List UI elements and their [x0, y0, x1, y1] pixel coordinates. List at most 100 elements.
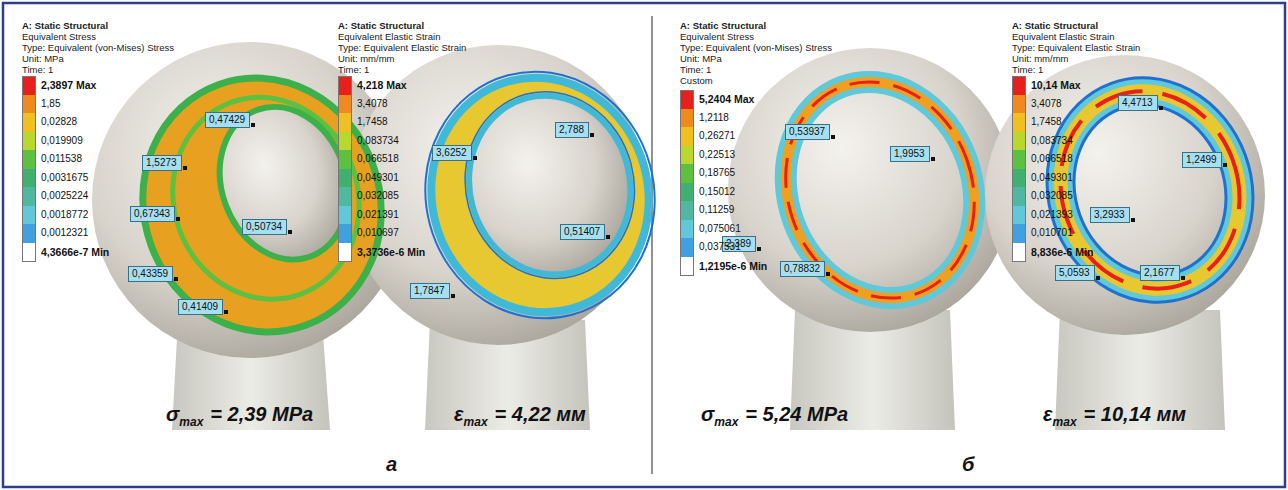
scale-value: 4,3666e-7 Min: [39, 246, 111, 258]
scale-value: 0,021393: [1029, 209, 1075, 221]
callout-pointer: [826, 272, 830, 276]
scale-value: 0,011538: [39, 153, 84, 165]
color-band: [680, 127, 694, 146]
scale-value: 0,0012321: [39, 227, 90, 239]
callout-pointer: [757, 247, 761, 251]
callout-pointer: [931, 157, 935, 161]
scale-value: 0,11259: [697, 204, 736, 216]
stress-ring: [107, 44, 416, 365]
result-header: Equivalent Stress: [22, 31, 96, 42]
color-band: [1012, 224, 1026, 243]
callout-pointer: [251, 123, 255, 127]
callout-number: 0,51407: [560, 224, 605, 240]
color-band: [1012, 243, 1026, 262]
symbol: ε: [454, 403, 464, 425]
color-band: [680, 183, 694, 202]
scale-value: 0,066518: [1029, 153, 1075, 165]
result-header: Equivalent Elastic Strain: [1012, 31, 1114, 42]
color-band: [680, 146, 694, 165]
scale-value: 0,083734: [1029, 135, 1075, 147]
color-band: [22, 206, 36, 225]
color-band: [338, 95, 352, 114]
result-header: A: Static Structural: [1012, 20, 1098, 31]
callout-pointer: [1223, 163, 1227, 167]
subscript: max: [179, 415, 203, 429]
callout-number: 2,1677: [1140, 265, 1180, 281]
callout-number: 0,43359: [128, 266, 173, 282]
callout-pointer: [831, 135, 835, 139]
callout-number: 1,9953: [890, 146, 930, 162]
scale-value: 0,22513: [697, 149, 737, 161]
scale-value: 0,075061: [697, 223, 743, 235]
result-header: Type: Equivalent (von-Mises) Stress: [22, 42, 174, 53]
color-band: [1012, 76, 1026, 95]
color-band: [22, 113, 36, 132]
scale-value: 4,218 Max: [355, 79, 409, 91]
color-band: [22, 132, 36, 151]
color-band: [22, 95, 36, 114]
callout-number: 0,53937: [785, 124, 830, 140]
callout-pointer: [1159, 106, 1163, 110]
callout-pointer: [176, 217, 180, 221]
callout-pointer: [183, 166, 187, 170]
symbol: ε: [1043, 403, 1053, 425]
color-band: [1012, 206, 1026, 225]
scale-value: 5,2404 Max: [697, 93, 756, 105]
color-band: [338, 150, 352, 169]
color-band: [680, 109, 694, 128]
scale-value: 0,26271: [697, 130, 737, 142]
color-band: [22, 76, 36, 95]
color-band: [680, 238, 694, 257]
scale-value: 0,021391: [355, 209, 401, 221]
color-band: [338, 169, 352, 188]
scale-value: 3,4078: [355, 98, 390, 110]
panel-divider: [652, 16, 653, 474]
scale-value: 0,083734: [355, 135, 401, 147]
scale-value: 1,7458: [355, 116, 390, 128]
color-band: [338, 76, 352, 95]
result-header: Time: 1: [22, 64, 53, 75]
callout-number: 5,0593: [1055, 265, 1095, 281]
result-header: Custom: [680, 75, 713, 86]
result-header: Unit: mm/mm: [1012, 53, 1068, 64]
result-header: A: Static Structural: [680, 20, 766, 31]
result-header: Type: Equivalent Elastic Strain: [338, 42, 466, 53]
subscript: max: [1053, 415, 1077, 429]
color-band: [1012, 95, 1026, 114]
value: = 5,24 MPa: [745, 403, 848, 425]
strain-ring: [398, 46, 682, 345]
color-band: [338, 132, 352, 151]
result-header: Time: 1: [1012, 64, 1043, 75]
scale-value: 0,02828: [39, 116, 79, 128]
callout-pointer: [1096, 276, 1100, 280]
callout-pointer: [224, 310, 228, 314]
color-band: [338, 187, 352, 206]
scale-value: 1,85: [39, 98, 62, 110]
callout-number: 0,50734: [242, 219, 287, 235]
scale-value: 0,037531: [697, 241, 743, 253]
scale-value: 10,14 Max: [1029, 79, 1083, 91]
result-header: Unit: MPa: [680, 53, 722, 64]
callout-pointer: [451, 294, 455, 298]
scale-value: 0,0018772: [39, 209, 90, 221]
outer-frame: [3, 3, 1285, 487]
scale-value: 0,18765: [697, 167, 737, 179]
result-header: Unit: mm/mm: [338, 53, 394, 64]
color-band: [22, 187, 36, 206]
result-header: Unit: MPa: [22, 53, 64, 64]
max-value-formula: σmax= 2,39 MPa: [166, 402, 313, 434]
color-band: [338, 113, 352, 132]
femoral-head: [728, 48, 1012, 332]
stress-ring: [756, 55, 1004, 325]
color-band: [680, 257, 694, 276]
value: = 10,14 мм: [1084, 403, 1186, 425]
callout-number: 3,2933: [1090, 207, 1130, 223]
color-band: [338, 224, 352, 243]
color-band: [1012, 187, 1026, 206]
color-band: [680, 164, 694, 183]
panel-letter: б: [962, 452, 974, 476]
color-band: [338, 206, 352, 225]
callout-number: 0,67343: [130, 206, 175, 222]
scale-value: 0,049301: [355, 172, 401, 184]
scale-value: 0,049301: [1029, 172, 1075, 184]
